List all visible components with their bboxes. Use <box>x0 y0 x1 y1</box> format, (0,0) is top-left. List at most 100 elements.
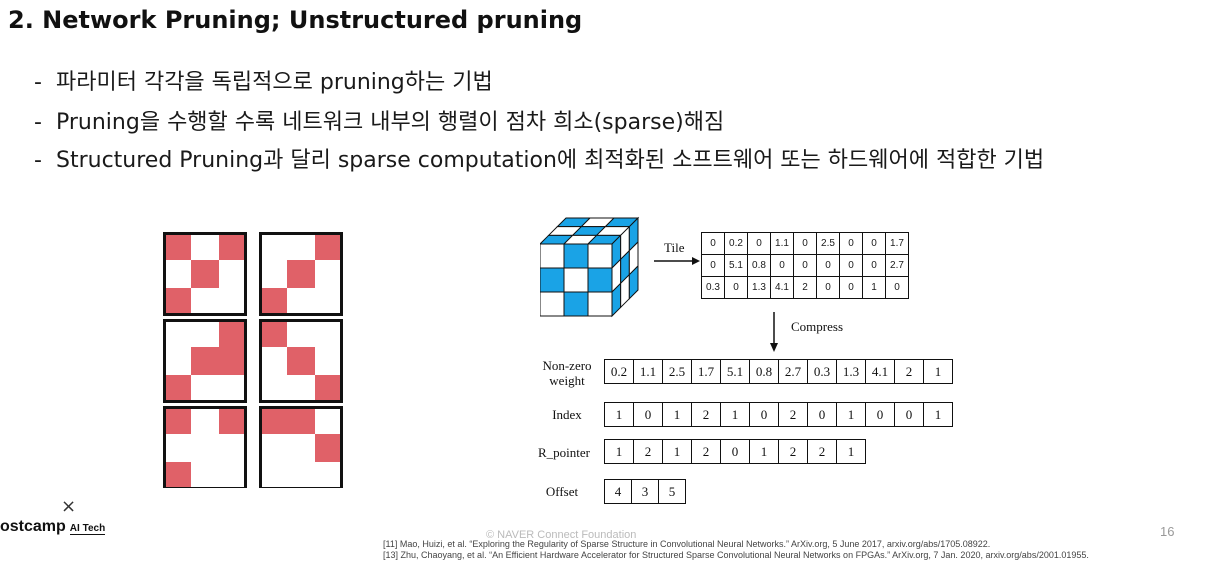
cube-front-cell <box>563 291 589 317</box>
array-cell: 1 <box>663 403 692 426</box>
cube-side-cell <box>628 264 639 300</box>
array-cell: 1 <box>605 440 634 463</box>
pruned-cell <box>163 232 191 260</box>
tile-matrix-cell: 0 <box>793 232 817 255</box>
reference-item: [13] Zhu, Chaoyang, et al. “An Efficient… <box>383 550 1089 560</box>
mask-border <box>163 319 247 403</box>
tile-matrix-cell: 0 <box>724 276 748 299</box>
array-cell: 4.1 <box>866 360 895 383</box>
array-cell: 2.7 <box>779 360 808 383</box>
array-cell: 0 <box>808 403 837 426</box>
bullet-item: -파라미터 각각을 독립적으로 pruning하는 기법 <box>34 66 1174 100</box>
array-cell: 0.3 <box>808 360 837 383</box>
copyright: © NAVER Connect Foundation <box>486 529 637 541</box>
pruned-cell <box>259 406 287 434</box>
pruned-cell <box>287 406 315 434</box>
tile-matrix-cell: 5.1 <box>724 254 748 277</box>
row-label-line: weight <box>549 373 585 388</box>
tile-matrix-cell: 0 <box>816 254 840 277</box>
pruned-cell <box>259 319 287 347</box>
page-number: 16 <box>1160 524 1175 539</box>
compress-label: Compress <box>791 319 843 334</box>
pruned-cell <box>315 434 343 462</box>
mask-border <box>259 232 343 316</box>
array-cell: 1.7 <box>692 360 721 383</box>
cube-front-cell <box>563 267 589 293</box>
logo-text: ostcamp <box>0 518 66 535</box>
tile-matrix-cell: 0.2 <box>724 232 748 255</box>
row-label-index: Index <box>552 407 582 422</box>
array-cell: 0 <box>895 403 924 426</box>
array-cell: 1 <box>750 440 779 463</box>
mask-grid <box>259 319 343 403</box>
pruned-cell <box>191 260 219 288</box>
bullet-item: -Pruning을 수행할 수록 네트워크 내부의 행렬이 점차 희소(spar… <box>34 106 1174 140</box>
tile-matrix-cell: 0 <box>862 232 886 255</box>
array-cell: 0.2 <box>605 360 634 383</box>
array-cell: 2 <box>779 440 808 463</box>
array-cell: 5 <box>668 484 676 499</box>
tile-label: Tile <box>664 240 685 255</box>
pruned-cell <box>287 260 315 288</box>
array-cell: 1 <box>934 407 942 422</box>
tile-matrix-cell: 2.7 <box>885 254 909 277</box>
pruned-cell <box>315 375 343 403</box>
tile-arrow-icon <box>654 257 700 265</box>
tile-matrix-cell: 0.3 <box>701 276 725 299</box>
slide-title: 2. Network Pruning; Unstructured pruning <box>8 6 583 34</box>
array-cell: 2 <box>692 440 721 463</box>
tile-matrix-cell: 0 <box>839 254 863 277</box>
bullet-text: Structured Pruning과 달리 sparse computatio… <box>56 148 1045 173</box>
array-cell: 1.1 <box>634 360 663 383</box>
array-cell: 0 <box>721 440 750 463</box>
mask-grid <box>163 319 247 403</box>
cube-faces <box>540 216 640 318</box>
logo-x-mark: × <box>61 496 77 517</box>
cube-front-cell <box>563 243 589 269</box>
tile-matrix-cell: 1.3 <box>747 276 771 299</box>
reference-item: [11] Mao, Huizi, et al. “Exploring the R… <box>383 539 991 549</box>
mask-grid <box>259 232 343 316</box>
array-cell: 0 <box>750 403 779 426</box>
bullet-item: -Structured Pruning과 달리 sparse computati… <box>34 146 1174 176</box>
array-cell: 2 <box>895 360 924 383</box>
pruned-cell <box>163 288 191 316</box>
bullet-text: Pruning을 수행할 수록 네트워크 내부의 행렬이 점차 희소(spars… <box>56 110 725 135</box>
mask-border <box>163 232 247 316</box>
bullet-dash: - <box>34 148 42 173</box>
pruned-cell <box>191 347 219 375</box>
logo-ai-tech: AI Tech <box>69 523 106 535</box>
array-cell: 1 <box>847 444 855 459</box>
tile-matrix-cell: 1.1 <box>770 232 794 255</box>
pruned-cell <box>163 406 191 434</box>
tile-matrix-cell: 0 <box>839 232 863 255</box>
cube-front-cell <box>540 291 565 317</box>
array-cell: 1 <box>837 403 866 426</box>
row-label-line: Non-zero <box>542 358 592 373</box>
pruned-cell <box>315 232 343 260</box>
array-cell: 1 <box>605 403 634 426</box>
bullet-text: 파라미터 각각을 독립적으로 pruning하는 기법 <box>56 70 493 95</box>
tile-matrix-cell: 4.1 <box>770 276 794 299</box>
pruned-cell <box>163 462 191 488</box>
mask-border <box>259 406 343 488</box>
row-label-offset: Offset <box>545 484 579 499</box>
array-cell: 1 <box>934 364 942 379</box>
pruned-cell <box>219 406 247 434</box>
tile-matrix-cell: 0 <box>747 232 771 255</box>
mask-grid <box>163 406 247 488</box>
mask-grid <box>259 406 343 488</box>
array-cell: 2 <box>692 403 721 426</box>
pruned-cell <box>259 288 287 316</box>
references: [11] Mao, Huizi, et al. “Exploring the R… <box>383 539 1089 561</box>
pruned-cell <box>219 347 247 375</box>
tile-matrix-cell: 0 <box>770 254 794 277</box>
tile-matrix-cell: 1.7 <box>885 232 909 255</box>
row-label-nonzero-weight: Non-zero weight <box>532 358 602 388</box>
